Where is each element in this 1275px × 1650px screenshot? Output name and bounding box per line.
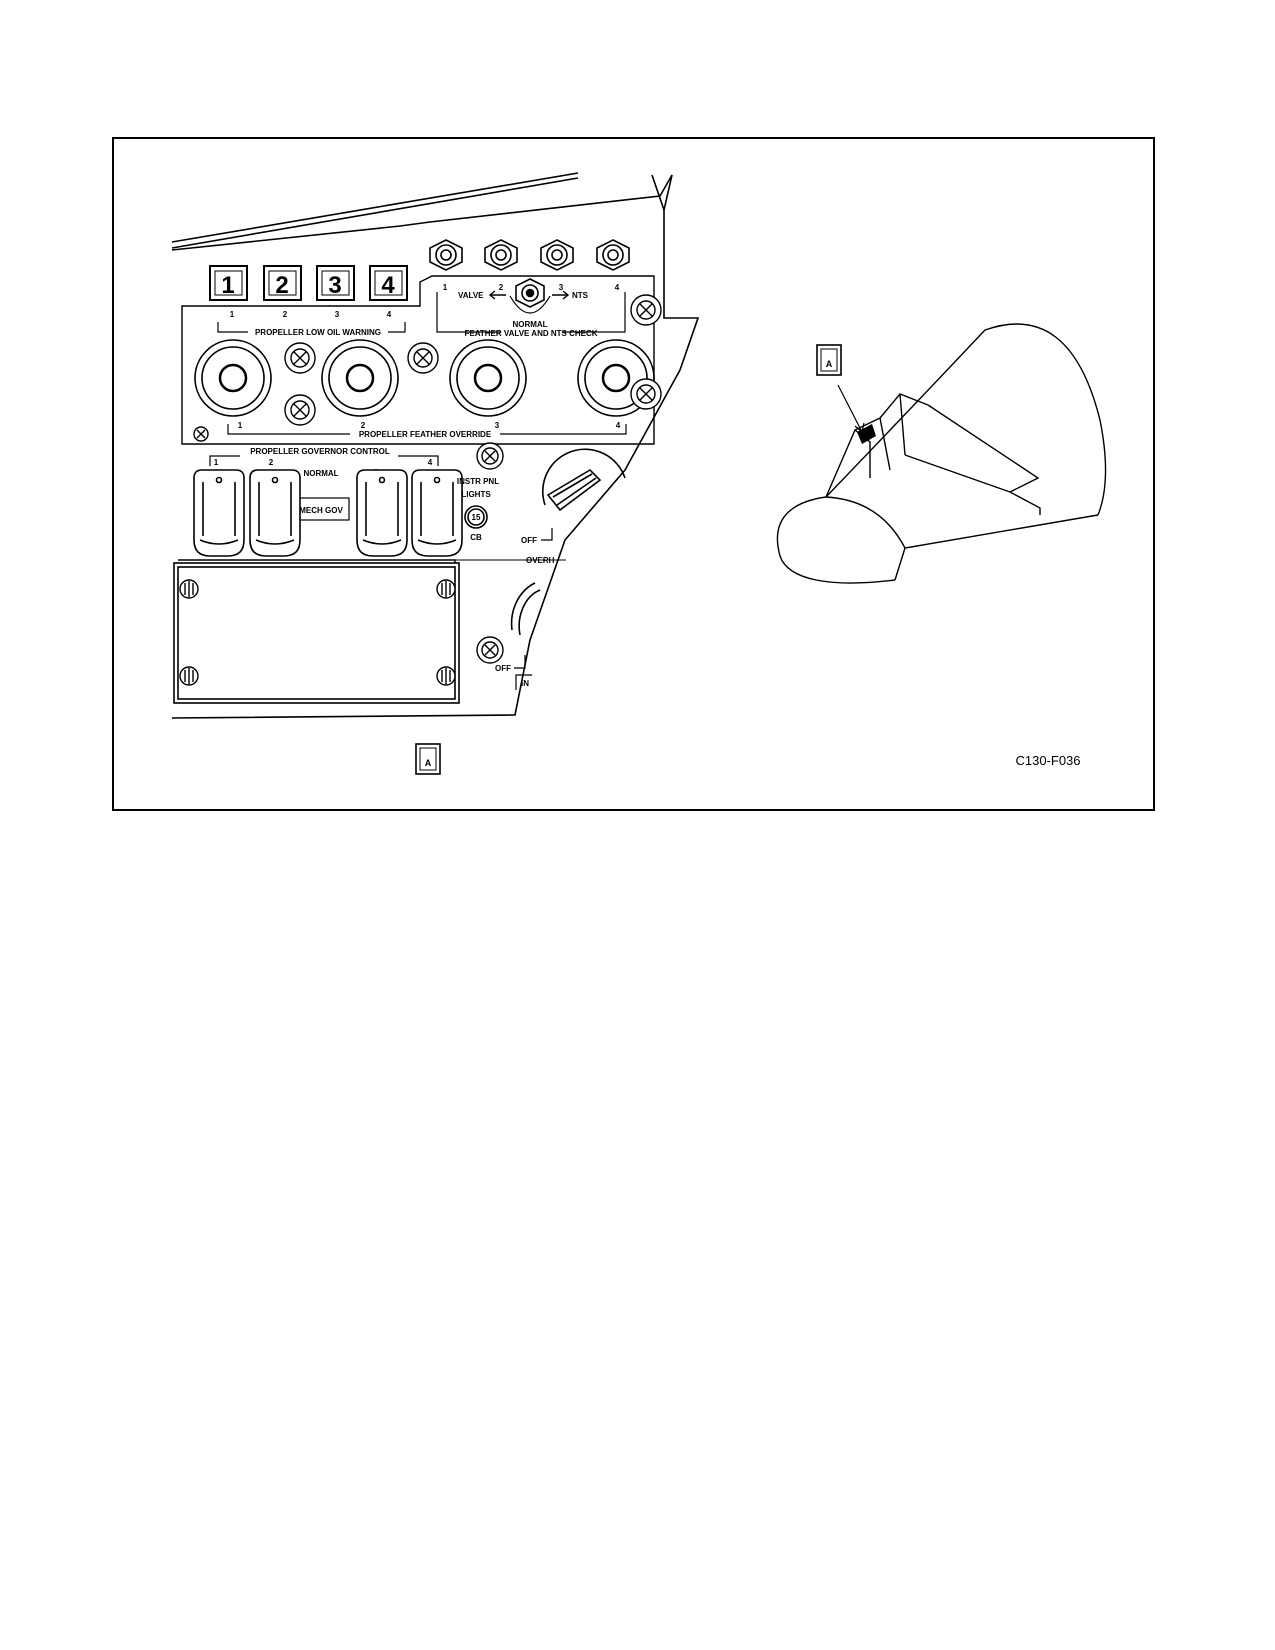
lights-label: LIGHTS (461, 490, 491, 499)
feather-valve-number-4: 4 (615, 283, 620, 292)
low-oil-bracket (217, 322, 406, 333)
feather-override-button-1[interactable] (194, 339, 272, 417)
panel-location-arrow (837, 384, 865, 434)
governor-number-4: 4 (428, 458, 433, 467)
off-label-2: OFF (495, 664, 511, 673)
warning-light-number: 3 (328, 272, 341, 299)
off-label-1: OFF (521, 536, 537, 545)
feather-check-title: FEATHER VALVE AND NTS CHECK (464, 329, 597, 338)
screw-icon (476, 442, 504, 470)
warning-light-3[interactable]: 3 (316, 265, 355, 301)
screw-icon (179, 666, 199, 686)
warning-light-1[interactable]: 1 (209, 265, 248, 301)
override-number-1: 1 (238, 421, 243, 430)
instr-panel-rheostat-knob[interactable] (542, 448, 626, 512)
low-oil-label-3: 3 (335, 310, 340, 319)
governor-bracket (209, 455, 439, 466)
off-tick-2 (514, 655, 526, 669)
feather-valve-knob-2[interactable] (484, 239, 518, 271)
in-fragment-label: IN (521, 679, 529, 688)
governor-switch-4[interactable] (411, 469, 463, 557)
feather-override-button-2[interactable] (321, 339, 399, 417)
normal-label: NORMAL (512, 320, 547, 329)
override-number-3: 3 (495, 421, 500, 430)
circuit-breaker-number: 15 (472, 513, 481, 522)
screw-icon (407, 342, 439, 374)
governor-title: PROPELLER GOVERNOR CONTROL (250, 447, 390, 456)
feather-valve-number-2: 2 (499, 283, 504, 292)
overh-label: OVERH (526, 556, 555, 565)
override-number-4: 4 (616, 421, 621, 430)
valve-arrow-icon (488, 290, 506, 300)
screw-icon (436, 666, 456, 686)
figure-id: C130-F036 (1015, 753, 1080, 768)
feather-valve-knob-4[interactable] (596, 239, 630, 271)
control-panel (171, 172, 700, 719)
override-bracket (227, 424, 627, 435)
nts-arrow-icon (552, 290, 570, 300)
feather-valve-nts-switch[interactable] (515, 278, 545, 308)
low-oil-label-2: 2 (283, 310, 288, 319)
valve-label: VALVE (458, 291, 484, 300)
panel-view-marker: A (415, 743, 441, 775)
governor-normal-label: NORMAL (303, 469, 338, 478)
warning-light-2[interactable]: 2 (263, 265, 302, 301)
aircraft-view-marker-letter: A (826, 359, 833, 369)
feather-valve-number-1: 1 (443, 283, 448, 292)
feather-check-bracket (436, 292, 626, 333)
instr-pnl-label: INSTR PNL (457, 477, 499, 486)
override-title: PROPELLER FEATHER OVERRIDE (359, 430, 492, 439)
panel-screws (193, 294, 662, 664)
mech-gov-label: MECH GOV (299, 506, 343, 515)
feather-override-button-4[interactable] (577, 339, 655, 417)
figure-border (112, 137, 1155, 811)
cover-plate (173, 562, 460, 704)
screw-icon (476, 636, 504, 664)
governor-number-1: 1 (214, 458, 219, 467)
aircraft-nose-outline (776, 323, 1107, 584)
screw-icon (179, 579, 199, 599)
circuit-breaker-15[interactable] (464, 505, 488, 529)
governor-switch-2[interactable] (249, 469, 301, 557)
overhead-rheostat-knob[interactable] (510, 582, 541, 636)
governor-switch-3[interactable] (356, 469, 408, 557)
in-label-box (515, 674, 532, 690)
panel-view-marker-letter: A (425, 758, 432, 768)
feather-override-button-3[interactable] (449, 339, 527, 417)
low-oil-title: PROPELLER LOW OIL WARNING (255, 328, 381, 337)
screw-icon (193, 426, 209, 442)
governor-switch-1[interactable] (193, 469, 245, 557)
warning-light-number: 4 (381, 272, 395, 299)
feather-valve-number-3: 3 (559, 283, 564, 292)
panel-location-indicator (857, 424, 876, 444)
cb-label: CB (470, 533, 482, 542)
nts-label: NTS (572, 291, 589, 300)
governor-number-2: 2 (269, 458, 274, 467)
off-tick-1 (541, 528, 553, 541)
screw-icon (630, 378, 662, 410)
low-oil-label-4: 4 (387, 310, 392, 319)
screw-icon (630, 294, 662, 326)
cover-plate-screws (179, 579, 456, 686)
low-oil-label-1: 1 (230, 310, 235, 319)
warning-light-number: 1 (221, 272, 234, 299)
screw-icon (284, 394, 316, 426)
warning-light-4[interactable]: 4 (369, 265, 408, 301)
feather-valve-knob-1[interactable] (429, 239, 463, 271)
screw-icon (284, 342, 316, 374)
override-number-2: 2 (361, 421, 366, 430)
aircraft-view-marker: A (816, 344, 842, 376)
screw-icon (436, 579, 456, 599)
feather-valve-knob-3[interactable] (540, 239, 574, 271)
warning-light-number: 2 (275, 272, 288, 299)
